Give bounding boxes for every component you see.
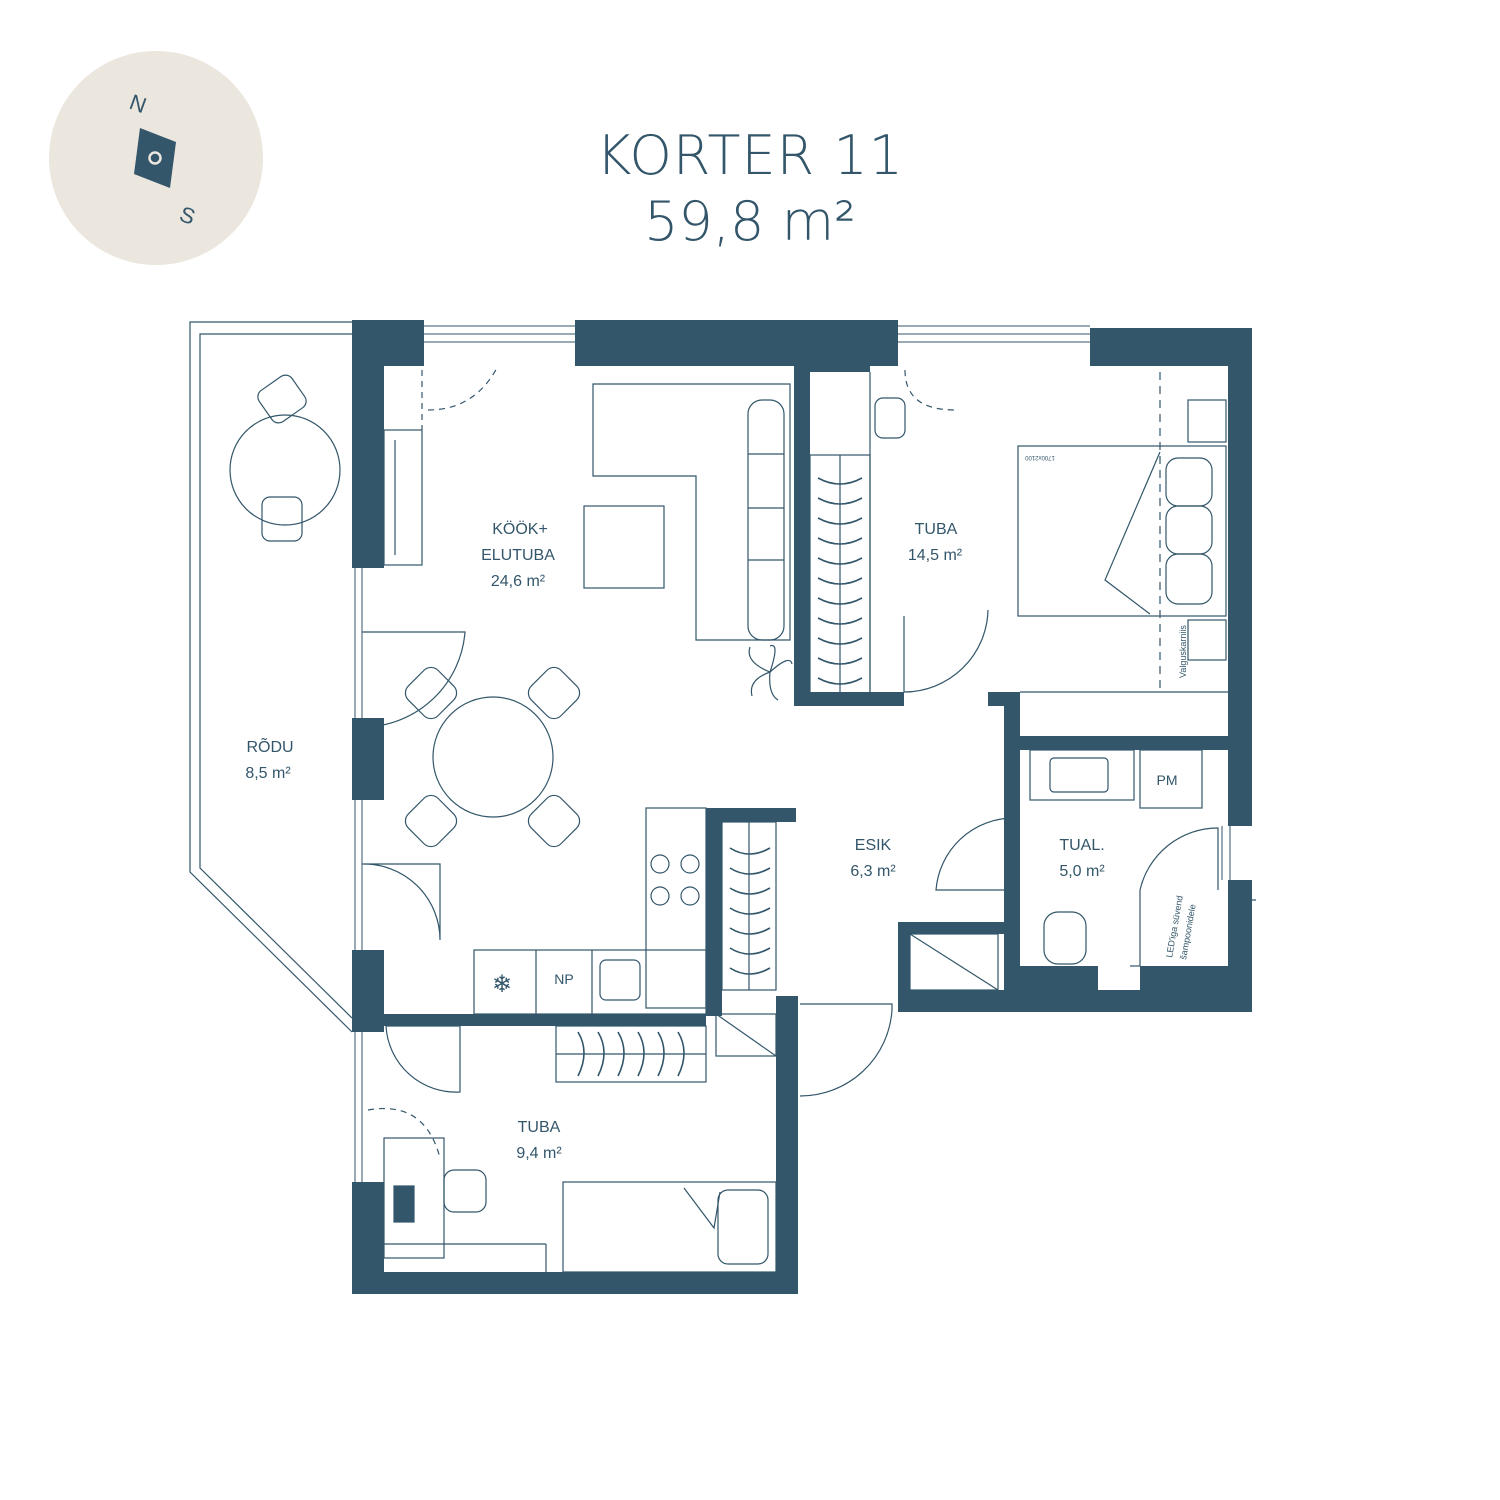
fridge-snowflake-icon: ❄ <box>492 971 512 998</box>
plant-icon <box>748 644 793 701</box>
room-hall-area: 6,3 m² <box>850 863 896 880</box>
bedroom-door <box>903 609 989 693</box>
room-hall-name: ESIK <box>855 837 892 854</box>
balcony-table <box>229 414 341 526</box>
double-bed <box>1017 445 1227 617</box>
room-kitchen-area: 24,6 m² <box>491 573 546 590</box>
fixture-labels: ❄ NP PM 1700x2100 Valguskarniis LED'iga … <box>492 454 1198 998</box>
washbasin <box>1029 749 1135 801</box>
apartment-title: KORTER 11 <box>595 124 905 187</box>
compass-needle-icon <box>134 128 176 188</box>
hangers <box>577 477 863 1077</box>
tv-unit <box>383 429 423 566</box>
coffee-table <box>583 505 665 589</box>
furniture <box>229 365 1260 1273</box>
walls <box>352 320 1252 1294</box>
windows <box>354 325 1231 1182</box>
room-balcony-area: 8,5 m² <box>245 765 291 782</box>
washer-label: PM <box>1157 772 1178 788</box>
room-kitchen-name: KÖÖK+ <box>492 520 548 538</box>
room-balcony-name: RÕDU <box>246 736 293 756</box>
nightstand <box>1187 619 1227 661</box>
room-bedroom-name: TUBA <box>915 521 958 538</box>
balcony-chair <box>257 374 307 424</box>
balcony-chair <box>261 496 303 542</box>
room-small-area: 9,4 m² <box>516 1145 562 1162</box>
room-bathroom-name: TUAL. <box>1059 837 1104 854</box>
laptop-icon <box>393 1185 415 1223</box>
kitchen-counter <box>645 807 707 1009</box>
nightstand <box>1187 399 1227 443</box>
dishwasher-label: NP <box>554 971 573 987</box>
room-labels: KÖÖK+ ELUTUBA 24,6 m² TUBA 14,5 m² RÕDU … <box>245 520 1105 1162</box>
dining-table <box>432 696 554 818</box>
sofa <box>592 383 791 641</box>
room-bathroom-area: 5,0 m² <box>1059 863 1105 880</box>
compass: N S <box>49 51 263 265</box>
apartment-area: 59,8 m² <box>644 190 856 253</box>
curtain-label: Valguskarniis <box>1178 625 1188 678</box>
desk-chair <box>874 397 906 439</box>
toilet <box>1043 911 1087 965</box>
bed-size-label: 1700x2100 <box>1024 454 1054 460</box>
balcony-outline <box>189 321 353 1033</box>
washing-machine <box>1139 749 1203 809</box>
sink <box>599 959 641 1001</box>
small-room-door <box>385 1025 461 1093</box>
balcony-door <box>362 631 466 728</box>
single-bed <box>562 1181 777 1273</box>
room-small-name: TUBA <box>518 1119 561 1136</box>
room-kitchen-name2: ELUTUBA <box>481 547 555 564</box>
desk-chair <box>443 1169 487 1213</box>
room-bedroom-area: 14,5 m² <box>908 547 963 564</box>
